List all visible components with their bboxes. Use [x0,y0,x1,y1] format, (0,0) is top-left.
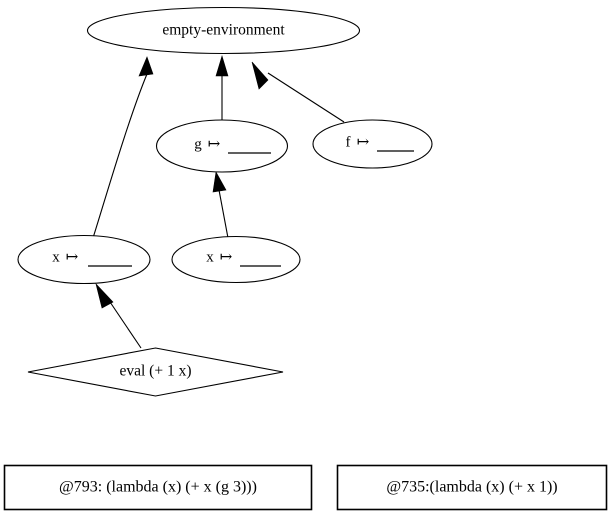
node-eval-diamond[interactable]: eval (+ 1 x) [27,347,284,397]
closure-box-793[interactable]: @793: (lambda (x) (+ x (g 3))) [3,464,313,511]
arrowhead-icon [212,171,227,193]
edge-f-to-global [251,61,345,123]
node-frame-f-binding: f [346,134,351,150]
node-empty-environment[interactable]: empty-environment [86,6,361,55]
node-frame-x-right-binding: x [206,249,214,265]
edge-eval-to-x-left [95,282,142,349]
edge-g-to-global [215,54,229,120]
edge-x-right-to-g [212,171,229,239]
node-frame-x-left[interactable]: x ↦ [17,234,151,285]
node-eval-label: eval (+ 1 x) [119,363,191,380]
edge-x-left-to-global [92,56,154,239]
node-frame-g-binding: g [194,136,202,152]
arrowhead-icon [95,282,114,309]
closure-box-735-label: @735:(lambda (x) (+ x 1)) [386,479,557,496]
closure-box-793-label: @793: (lambda (x) (+ x (g 3))) [59,479,257,496]
node-frame-f[interactable]: f ↦ [312,119,433,169]
arrowhead-icon [138,56,154,77]
node-frame-g[interactable]: g ↦ [155,119,289,173]
mapsto-icon: ↦ [66,249,79,265]
mapsto-icon: ↦ [220,249,233,265]
node-frame-x-right[interactable]: x ↦ [171,235,301,284]
node-empty-environment-label: empty-environment [162,22,285,39]
arrowhead-icon [251,61,269,90]
mapsto-icon: ↦ [208,136,221,152]
mapsto-icon: ↦ [357,134,370,150]
node-frame-x-left-binding: x [52,249,60,265]
closure-box-735[interactable]: @735:(lambda (x) (+ x 1)) [336,464,608,511]
arrowhead-icon [215,54,229,77]
